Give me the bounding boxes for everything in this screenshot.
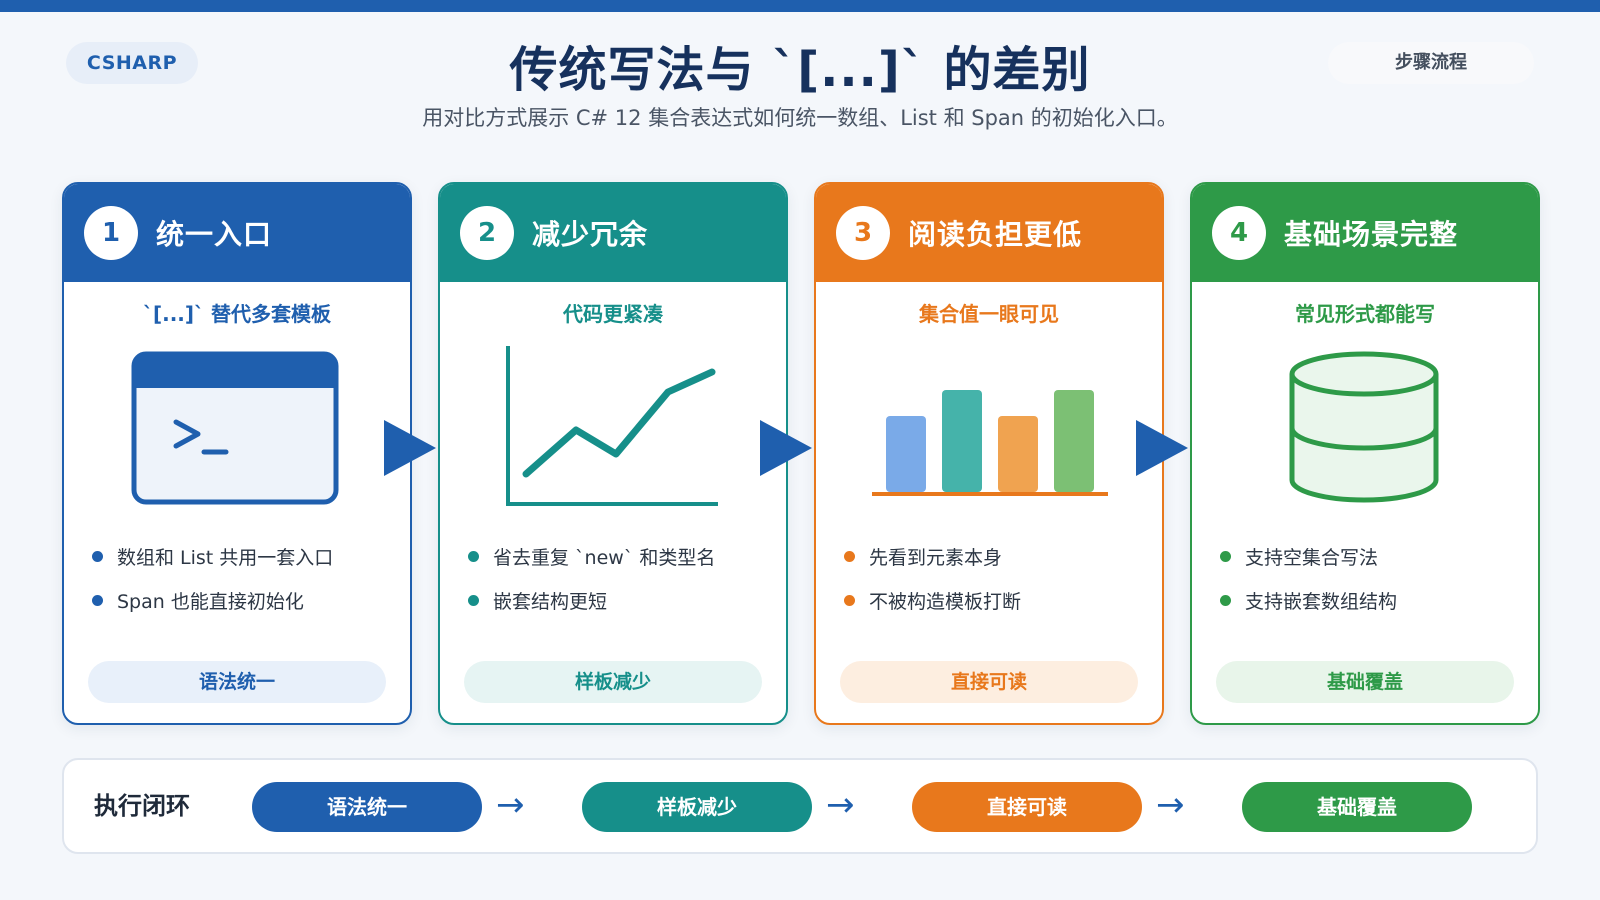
step-number: 1 — [84, 206, 138, 260]
bullet-list: 先看到元素本身 不被构造模板打断 — [844, 534, 1154, 622]
page-title: 传统写法与 `[...]` 的差别 — [509, 42, 1091, 98]
arrow-right-icon: → — [1156, 785, 1185, 825]
list-item: 数组和 List 共用一套入口 — [92, 534, 402, 578]
bar-chart-icon — [872, 390, 1108, 496]
list-item: 支持空集合写法 — [1220, 534, 1530, 578]
arrow-right-icon: → — [826, 785, 855, 825]
summary-pill: 直接可读 — [840, 661, 1138, 703]
list-item: 先看到元素本身 — [844, 534, 1154, 578]
summary-pill: 语法统一 — [88, 661, 386, 703]
card-subtitle: 代码更紧凑 — [563, 302, 663, 326]
page-subtitle: 用对比方式展示 C# 12 集合表达式如何统一数组、List 和 Span 的初… — [422, 106, 1178, 130]
exec-step-syntax: 语法统一 — [252, 782, 482, 832]
summary-pill: 样板减少 — [464, 661, 762, 703]
database-icon — [1289, 351, 1439, 503]
arrow-right-icon — [1136, 420, 1188, 476]
card-complete-basics: 4 基础场景完整 常见形式都能写 支持空集合写法 支持嵌套数组结构 基础覆盖 — [1190, 182, 1540, 725]
card-lower-reading-load: 3 阅读负担更低 集合值一眼可见 先看到元素本身 不被构造模板打断 直接可读 — [814, 182, 1164, 725]
arrow-right-icon — [384, 420, 436, 476]
step-number: 2 — [460, 206, 514, 260]
execution-loop-panel: 执行闭环 语法统一 → 样板减少 → 直接可读 → 基础覆盖 — [62, 758, 1538, 854]
card-reduce-redundancy: 2 减少冗余 代码更紧凑 省去重复 `new` 和类型名 嵌套结构更短 样板减少 — [438, 182, 788, 725]
language-tag: CSHARP — [66, 42, 198, 84]
arrow-right-icon: → — [496, 785, 525, 825]
exec-step-coverage: 基础覆盖 — [1242, 782, 1472, 832]
list-item: 嵌套结构更短 — [468, 578, 778, 622]
card-subtitle: `[...]` 替代多套模板 — [142, 302, 332, 326]
card-subtitle: 常见形式都能写 — [1295, 302, 1435, 326]
execution-loop-label: 执行闭环 — [94, 792, 190, 820]
card-title: 基础场景完整 — [1284, 218, 1459, 251]
arrow-right-icon — [760, 420, 812, 476]
card-title: 减少冗余 — [532, 218, 649, 251]
list-item: 省去重复 `new` 和类型名 — [468, 534, 778, 578]
list-item: 不被构造模板打断 — [844, 578, 1154, 622]
step-number: 3 — [836, 206, 890, 260]
bullet-list: 省去重复 `new` 和类型名 嵌套结构更短 — [468, 534, 778, 622]
terminal-window-icon — [131, 351, 339, 505]
card-header: 3 阅读负担更低 — [816, 184, 1162, 282]
top-accent-bar — [0, 0, 1600, 12]
card-header: 2 减少冗余 — [440, 184, 786, 282]
bullet-list: 支持空集合写法 支持嵌套数组结构 — [1220, 534, 1530, 622]
card-unified-entry: 1 统一入口 `[...]` 替代多套模板 数组和 List 共用一套入口 Sp… — [62, 182, 412, 725]
summary-pill: 基础覆盖 — [1216, 661, 1514, 703]
card-header: 1 统一入口 — [64, 184, 410, 282]
card-title: 统一入口 — [156, 218, 273, 251]
bullet-list: 数组和 List 共用一套入口 Span 也能直接初始化 — [92, 534, 402, 622]
list-item: Span 也能直接初始化 — [92, 578, 402, 622]
list-item: 支持嵌套数组结构 — [1220, 578, 1530, 622]
exec-step-boilerplate: 样板减少 — [582, 782, 812, 832]
card-subtitle: 集合值一眼可见 — [919, 302, 1059, 326]
card-header: 4 基础场景完整 — [1192, 184, 1538, 282]
flow-tag: 步骤流程 — [1328, 42, 1534, 84]
line-chart-icon — [506, 346, 718, 506]
card-title: 阅读负担更低 — [908, 218, 1083, 251]
exec-step-readable: 直接可读 — [912, 782, 1142, 832]
step-number: 4 — [1212, 206, 1266, 260]
